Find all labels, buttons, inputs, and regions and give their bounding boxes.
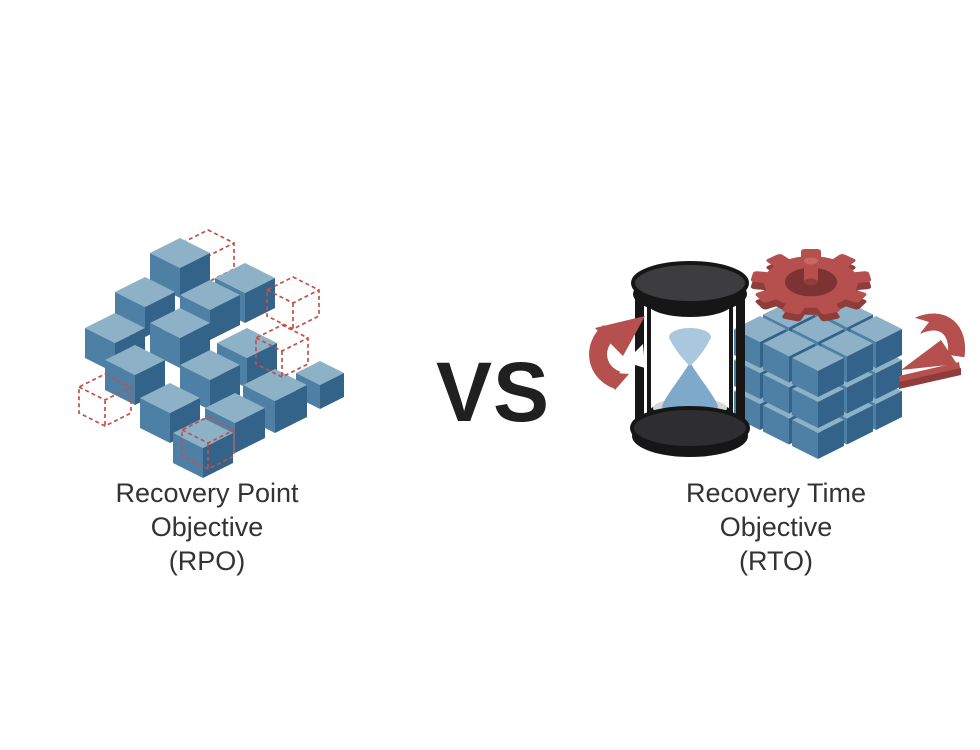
rpo-label: Recovery Point Objective (RPO) <box>47 476 367 578</box>
cube-pile <box>78 229 344 478</box>
cube-icon <box>173 418 233 478</box>
label-line: Objective <box>719 512 833 542</box>
cube-icon <box>105 345 165 405</box>
label-line: Recovery Point <box>115 478 299 508</box>
hourglass-icon <box>630 261 750 457</box>
sand-bottom-cone <box>662 362 718 415</box>
label-line: Recovery Time <box>685 478 867 508</box>
rpo-cubes-icon <box>78 229 344 478</box>
label-line: Objective <box>150 512 264 542</box>
dashed-cube-icon <box>266 276 320 330</box>
gear-peg <box>804 257 818 286</box>
rto-label: Recovery Time Objective (RTO) <box>616 476 936 578</box>
sand-top-funnel <box>669 337 711 366</box>
cube-stack-icon <box>734 287 902 459</box>
label-line: (RPO) <box>168 546 246 576</box>
dashed-cube-icon <box>255 324 309 378</box>
dashed-cube-icon <box>78 373 132 427</box>
cube-icon <box>792 345 844 397</box>
vs-label: VS <box>435 345 551 439</box>
rto-hourglass-icon <box>589 249 965 459</box>
gear-icon <box>750 249 872 322</box>
curved-arrow-left-icon <box>589 316 645 390</box>
dashed-cube-icon <box>181 416 235 470</box>
curved-arrow-right-icon <box>899 313 965 389</box>
label-line: (RTO) <box>739 546 813 576</box>
